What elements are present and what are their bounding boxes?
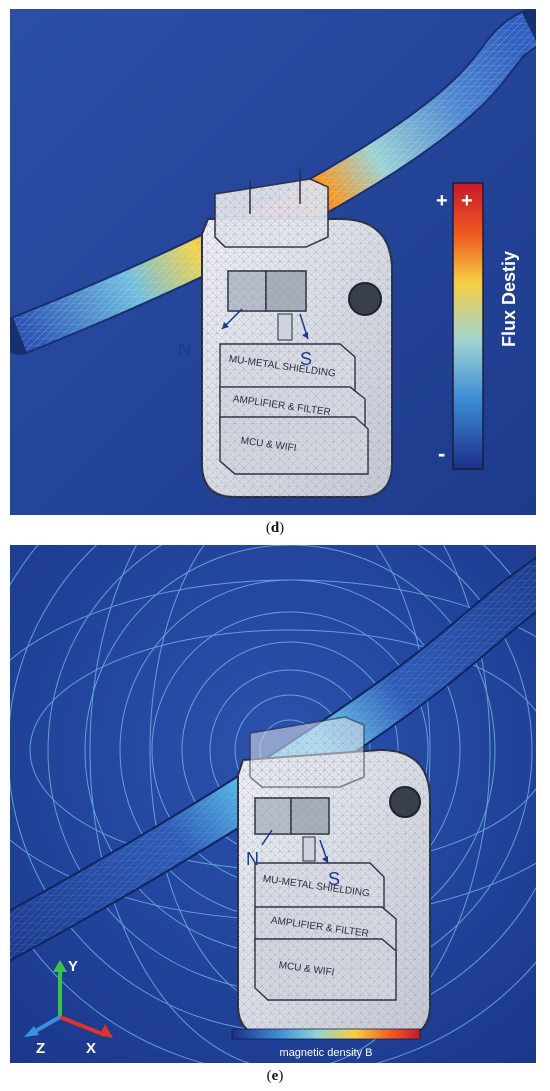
layer-mcu [219, 416, 369, 475]
layer-mcu [254, 938, 397, 1001]
magnetic-density-colorbar: magnetic density B [231, 1028, 421, 1059]
colorbar-title: Flux Destiy [499, 251, 519, 347]
caption-e: (e) [266, 1068, 284, 1084]
hall-sensor [277, 313, 293, 341]
flux-colorbar: + + - Flux Destiy [436, 182, 519, 470]
axis-z-label: Z [36, 1040, 45, 1057]
north-pole-label: N [178, 340, 191, 360]
south-pole-label: S [300, 349, 312, 369]
sensor-device [237, 716, 431, 1038]
axis-x-label: X [86, 1040, 96, 1057]
south-pole-label: S [328, 869, 340, 889]
hall-sensor [302, 836, 316, 862]
panel-e: N S MU-METAL SHIELDING AMPLIFIER & FILTE… [10, 545, 536, 1063]
north-pole-label: N [246, 849, 259, 869]
panel-d: N S MU-METAL SHIELDING AMPLIFIER & FILTE… [10, 9, 536, 515]
colorbar-plus-inner: + [461, 190, 473, 212]
caption-d: (d) [265, 520, 285, 536]
colorbar-title: magnetic density B [280, 1047, 373, 1059]
sensor-device [201, 169, 393, 498]
connector-port-icon [389, 786, 421, 818]
connector-port-icon [348, 282, 382, 316]
colorbar-minus: - [438, 441, 445, 466]
caption-e-letter: e [271, 1068, 279, 1084]
panel-d-illustration: N S MU-METAL SHIELDING AMPLIFIER & FILTE… [10, 9, 536, 515]
colorbar-plus-outer: + [436, 190, 448, 212]
axis-triad: Y Z X [24, 958, 113, 1057]
axis-y-label: Y [68, 958, 78, 975]
cable [10, 9, 536, 355]
caption-d-letter: d [270, 520, 280, 536]
panel-e-illustration: N S MU-METAL SHIELDING AMPLIFIER & FILTE… [10, 545, 536, 1063]
